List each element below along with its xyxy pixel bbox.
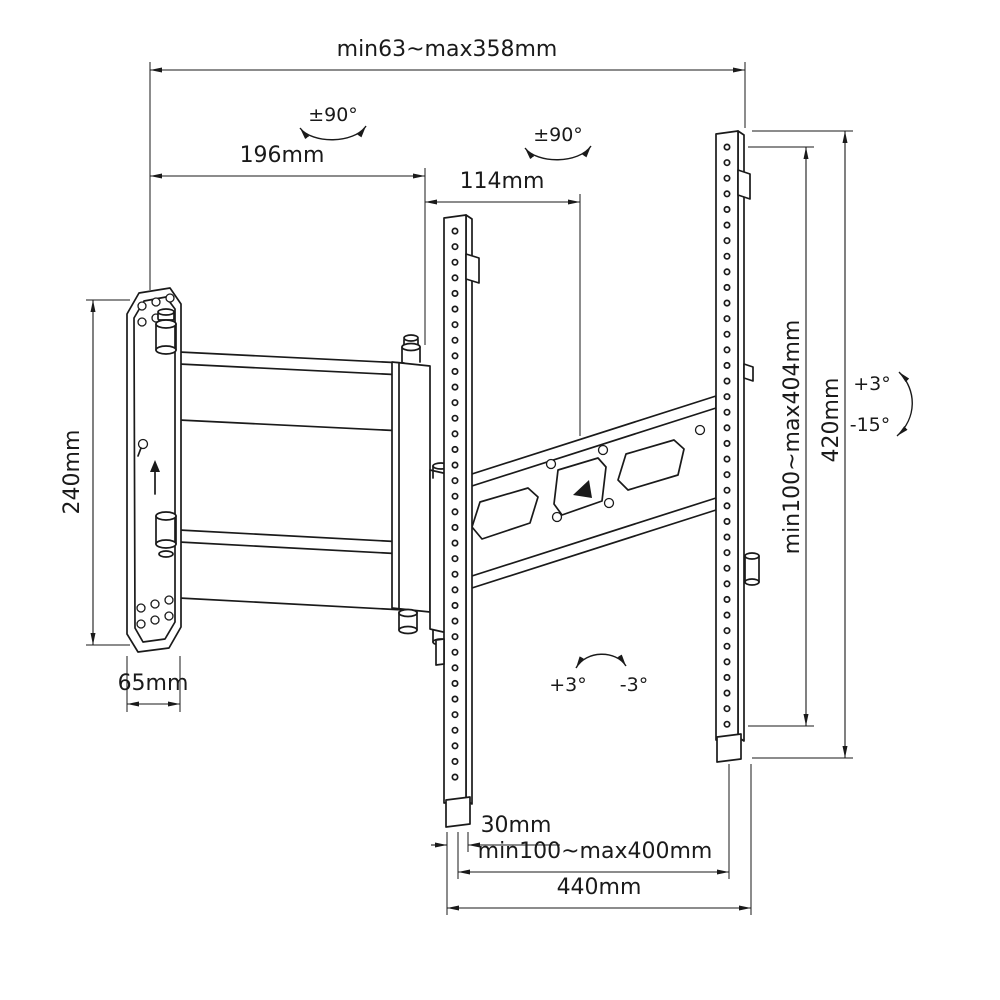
dimension-annotations: min63~max358mm ±90° ±90° 196mm 114mm 240… <box>60 37 913 915</box>
dim-bracket-height-label: 420mm <box>819 378 844 463</box>
tilt-arrow <box>896 371 913 437</box>
dim-vesa-vertical-label: min100~max404mm <box>780 320 805 555</box>
wall-plate-bottom-screw-holes <box>136 595 174 629</box>
dim-vesa-horizontal-label: min100~max400mm <box>478 839 713 864</box>
dim-bracket-width-label: 440mm <box>557 875 642 900</box>
level-arrow <box>575 653 627 669</box>
dim-top-range-label: min63~max358mm <box>337 37 558 62</box>
tilt-lock-knob <box>744 552 760 586</box>
dim-wall-plate-width-label: 65mm <box>118 671 189 696</box>
elbow-bottom-pivot-bolt <box>398 608 418 635</box>
plate-bottom-hinge-stack <box>155 511 177 558</box>
bracket-right-cutout <box>617 439 685 491</box>
level-minus-label: -3° <box>620 674 648 696</box>
bracket-left-cutout <box>471 487 539 540</box>
arm-top-bar <box>178 351 405 432</box>
dim-rail-inset-label: 30mm <box>481 813 552 838</box>
arm-bottom-bar <box>178 529 405 611</box>
tilt-down-label: -15° <box>850 414 891 436</box>
left-rail-top-hook <box>465 253 480 284</box>
swivel-left-label: ±90° <box>308 104 358 126</box>
dim-arm-extension-label: 196mm <box>240 143 325 168</box>
right-rail-top-hook <box>737 169 751 200</box>
bracket-center-pad <box>553 457 607 516</box>
left-rail-foot <box>445 796 471 828</box>
elbow-top-pivot-bolt <box>401 334 421 363</box>
keyhole-slot <box>137 438 149 457</box>
plate-top-hinge-stack <box>155 308 177 355</box>
right-vesa-rail <box>715 130 760 763</box>
level-plus-label: +3° <box>549 674 587 696</box>
arm-elbow-joint <box>391 361 431 613</box>
dim-pivot-offset-label: 114mm <box>460 169 545 194</box>
right-rail-side-tab <box>743 363 754 382</box>
left-rail-spring-clip <box>435 638 445 666</box>
left-vesa-rail <box>435 214 480 828</box>
wall-plate <box>126 287 182 653</box>
brand-triangle-mark <box>573 480 592 498</box>
swivel-left-arrow <box>299 125 367 141</box>
articulating-arm <box>178 334 453 646</box>
swivel-right-arrow <box>524 145 592 161</box>
swivel-right-label: ±90° <box>533 124 583 146</box>
tilt-up-label: +3° <box>853 373 891 395</box>
right-rail-foot <box>716 733 742 763</box>
dim-wall-plate-height-label: 240mm <box>60 430 85 515</box>
tilt-bracket-plate <box>449 395 717 596</box>
up-arrow-icon <box>150 460 160 495</box>
